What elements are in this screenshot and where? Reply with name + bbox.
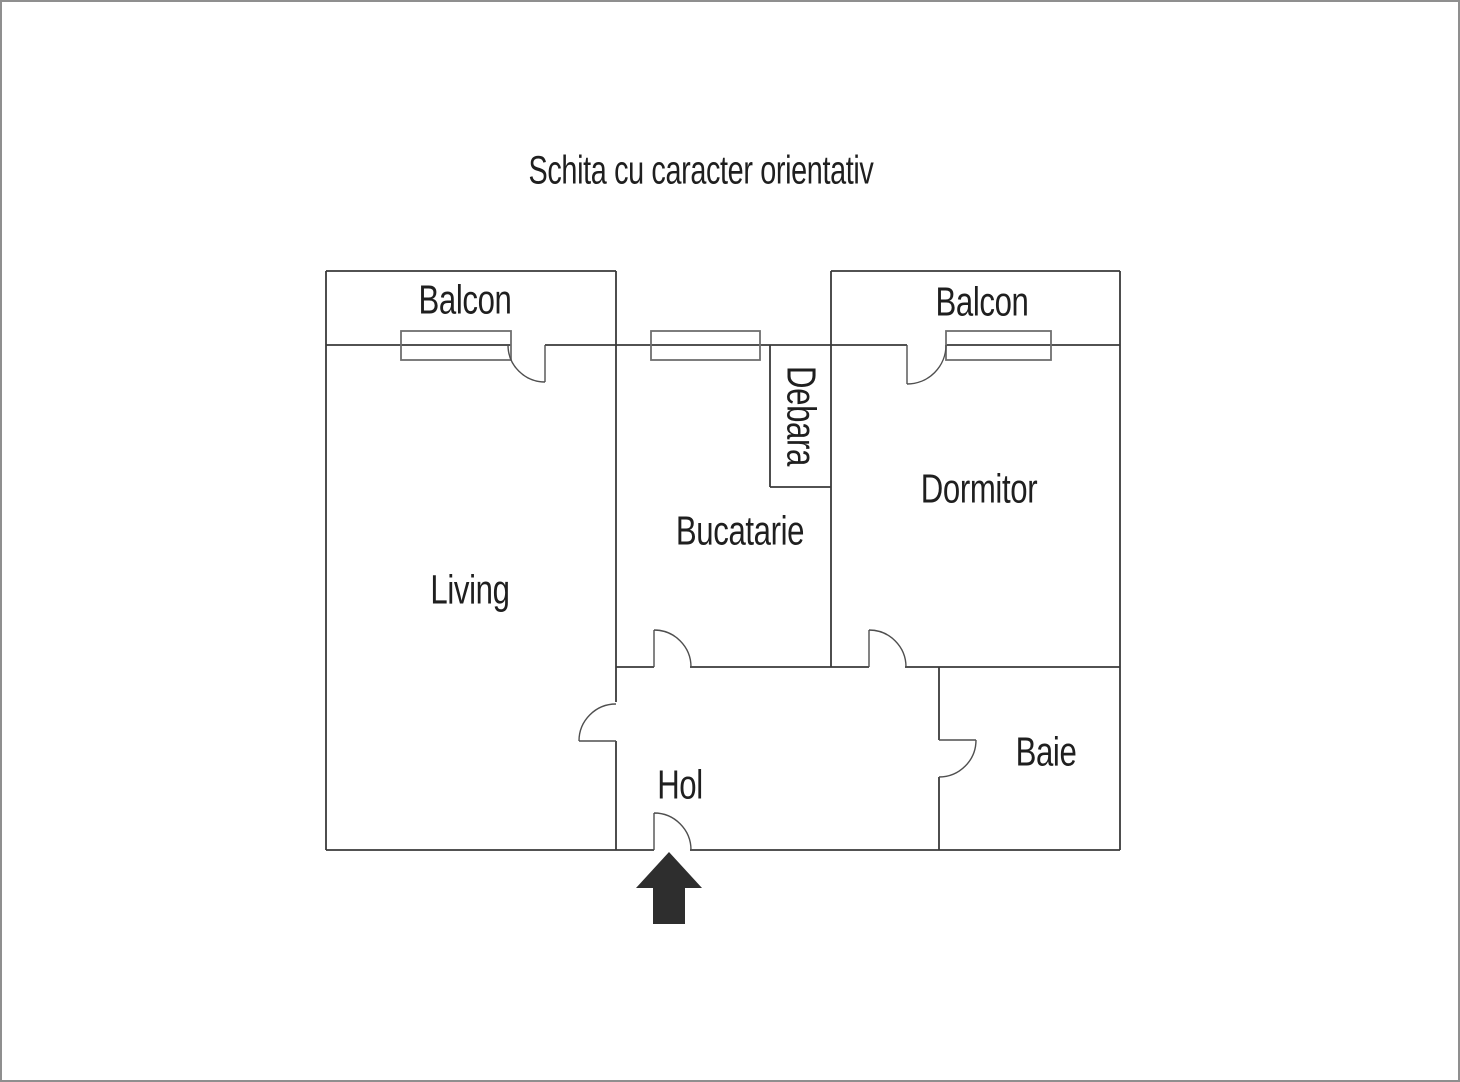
wall-vertical-lines — [325, 271, 1121, 850]
room-label-dormitor: Dormitor — [920, 465, 1038, 512]
room-label-balcon-left: Balcon — [418, 276, 512, 323]
wall-horizontal-lines — [326, 270, 1120, 851]
room-label-bucatarie: Bucatarie — [675, 507, 805, 554]
doors — [507, 344, 977, 851]
door-balcon-left — [507, 344, 546, 383]
window-balcon-left — [400, 330, 512, 361]
room-label-baie: Baie — [1015, 728, 1077, 775]
window-bucatarie — [650, 330, 761, 361]
room-label-living: Living — [430, 566, 510, 613]
page-title: Schita cu caracter orientativ — [528, 148, 874, 193]
door-bucatarie — [653, 629, 692, 668]
door-baie — [938, 739, 977, 778]
room-label-hol: Hol — [657, 761, 703, 808]
room-label-debara: Debara — [778, 366, 825, 466]
door-entrance — [653, 812, 692, 851]
door-balcon-right — [906, 344, 947, 385]
door-living — [578, 703, 617, 742]
door-dormitor — [868, 629, 907, 668]
entrance-arrow-icon — [636, 852, 702, 924]
room-label-balcon-right: Balcon — [935, 278, 1029, 325]
walls — [325, 270, 1121, 851]
